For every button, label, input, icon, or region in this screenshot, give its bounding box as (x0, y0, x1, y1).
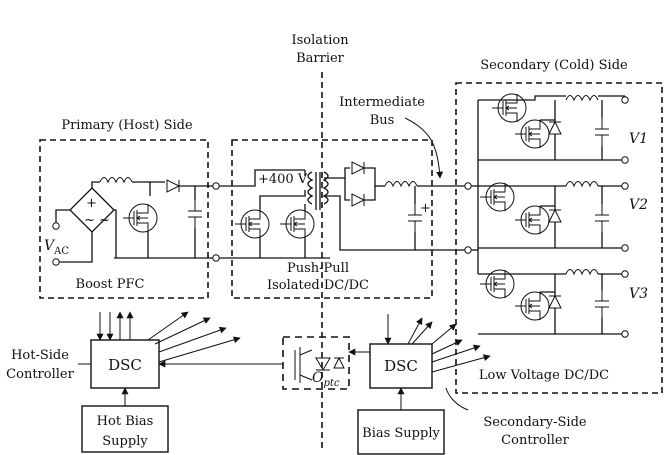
vac-terminal-bottom (52, 258, 60, 266)
bus-node-top (464, 182, 472, 190)
hot-side-ctrl-label-2: Controller (6, 367, 74, 382)
dsc-left-label: DSC (108, 356, 142, 374)
hot-side-ctrl-label-1: Hot-Side (11, 348, 69, 363)
hot-bias-label-2: Supply (102, 434, 148, 449)
isolation-barrier-label-1: Isolation (291, 33, 349, 48)
v400-label: +400 V (258, 172, 308, 187)
bus-node-bottom (464, 246, 472, 254)
push-pull-label-1: Push-Pull (287, 261, 349, 276)
dsc-right-block (369, 343, 433, 389)
svg-text:~ ~: ~ ~ (84, 213, 110, 228)
hot-bias-label-1: Hot Bias (97, 414, 154, 429)
vac-label: VAC (44, 238, 69, 257)
v3-label: V3 (629, 286, 648, 302)
isolation-barrier-label-2: Barrier (296, 51, 345, 66)
pfc-out-node-bottom (212, 254, 220, 262)
intermediate-bus-label-1: Intermediate (339, 95, 425, 110)
intermediate-bus-label-2: Bus (370, 113, 395, 128)
optocoupler-icon (282, 336, 350, 390)
primary-side-label: Primary (Host) Side (61, 118, 193, 133)
secondary-ctrl-label-1: Secondary-Side (483, 415, 586, 430)
secondary-side-label: Secondary (Cold) Side (480, 58, 628, 73)
bias-supply-label: Bias Supply (362, 426, 440, 441)
buck-channel-v3 (478, 269, 629, 338)
low-voltage-dcdc-box (455, 82, 663, 394)
v2-label: V2 (629, 197, 648, 213)
opto-label: Optc (312, 370, 340, 389)
boost-pfc-label: Boost PFC (76, 277, 145, 292)
push-pull-label-2: Isolated DC/DC (267, 278, 369, 293)
svg-text:+: + (420, 201, 431, 216)
bridge-rectifier-icon: + ~ ~ (69, 187, 115, 233)
vac-terminal-top (52, 222, 60, 230)
secondary-ctrl-label-2: Controller (501, 433, 569, 448)
buck-channel-v2 (478, 181, 629, 252)
boost-pfc-box (39, 139, 209, 299)
pfc-out-node-top (212, 182, 220, 190)
push-pull-box (231, 139, 433, 299)
v1-label: V1 (629, 131, 648, 147)
dsc-right-label: DSC (384, 357, 418, 375)
buck-channel-v1 (478, 93, 629, 164)
svg-text:+: + (86, 196, 97, 211)
hot-bias-supply-block (81, 405, 169, 453)
low-voltage-label: Low Voltage DC/DC (479, 368, 609, 383)
